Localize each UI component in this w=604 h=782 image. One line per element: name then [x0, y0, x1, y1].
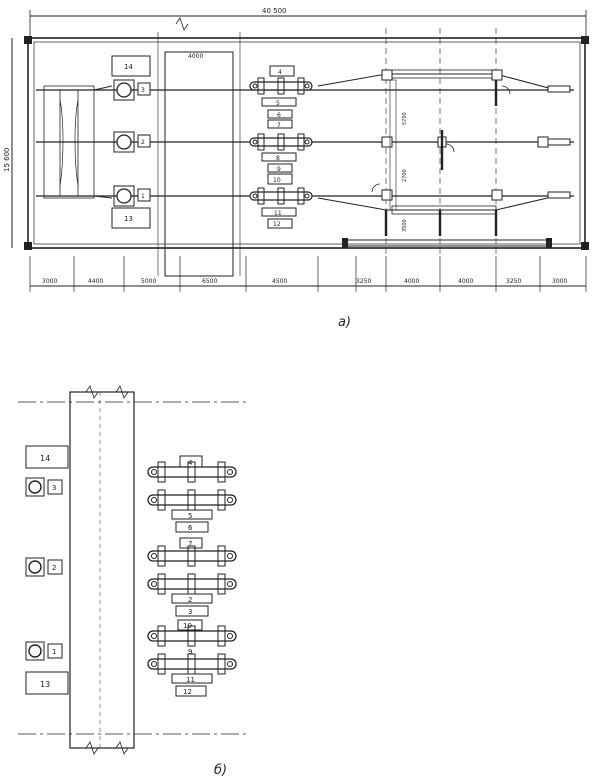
- label-13-b: 13: [40, 680, 50, 689]
- box-14: [111, 55, 151, 77]
- label-2b-b: 2: [188, 596, 192, 604]
- caption-a: а): [338, 315, 351, 330]
- box-14-b: [25, 445, 69, 469]
- box-13-b: [25, 671, 69, 695]
- label-9-b: 9: [188, 648, 192, 656]
- dim-bottom-10: 3000: [552, 278, 567, 285]
- label-6-b: 6: [188, 524, 193, 532]
- caption-b: б): [214, 763, 227, 778]
- label-1-b: 1: [52, 648, 56, 656]
- dim-bottom-3: 5000: [141, 278, 156, 285]
- equipment-1: 1: [113, 185, 151, 207]
- box-13: [111, 207, 151, 229]
- bottom-rail: [345, 239, 549, 247]
- corner-post: [581, 242, 589, 250]
- label-7: 7: [277, 122, 281, 129]
- corner-post: [24, 36, 32, 44]
- label-2: 2: [141, 139, 145, 146]
- dim-bottom-8: 4000: [458, 278, 473, 285]
- label-1: 1: [141, 193, 145, 200]
- dim-right-1: 5700: [402, 112, 408, 125]
- label-4-b: 4: [188, 459, 193, 467]
- dim-bottom-4: 6500: [202, 278, 217, 285]
- bar-group-a: 4 5 6 7 8 9 10 11 12: [249, 65, 313, 229]
- corner-post: [581, 36, 589, 44]
- corner-post: [24, 242, 32, 250]
- dim-bottom-9: 3250: [506, 278, 521, 285]
- label-3b-b: 3: [188, 608, 192, 616]
- dim-right-3: 3500: [402, 219, 408, 232]
- equipment-3: 3: [113, 79, 151, 101]
- label-3: 3: [141, 87, 145, 94]
- access-road-b: [69, 391, 135, 749]
- equipment-2-b: 2: [25, 557, 63, 577]
- dim-bottom-2: 4400: [88, 278, 103, 285]
- dim-top-left-label: 4000: [188, 53, 203, 60]
- overall-width-label: 15 600: [3, 148, 11, 173]
- label-11-b: 11: [186, 676, 195, 684]
- label-3-b: 3: [52, 484, 56, 492]
- label-10-b: 10: [183, 622, 192, 630]
- label-14: 14: [124, 63, 133, 71]
- overall-length-label: 40 500: [262, 7, 287, 15]
- bar-group-b: 4 6 5 7 2 3 10 9 11 12: [147, 455, 237, 697]
- plan-a: 40 500 15 600 4000: [3, 7, 589, 330]
- label-5: 5: [276, 100, 280, 107]
- fence-outline: [27, 37, 586, 249]
- label-10: 10: [273, 177, 281, 184]
- label-5-b: 5: [188, 512, 192, 520]
- equipment-2: 2: [113, 131, 151, 153]
- label-9: 9: [277, 166, 281, 173]
- label-11: 11: [274, 210, 282, 217]
- label-13: 13: [124, 215, 133, 223]
- dim-bottom-1: 3000: [42, 278, 57, 285]
- equipment-1-b: 1: [25, 641, 63, 661]
- label-14-b: 14: [40, 454, 50, 463]
- plan-b: 14 13 3 2 1 4 6: [18, 385, 248, 778]
- label-8: 8: [276, 155, 280, 162]
- label-6: 6: [277, 112, 281, 119]
- label-12-b: 12: [183, 688, 192, 696]
- label-4: 4: [278, 69, 282, 76]
- label-7-b: 7: [188, 540, 192, 548]
- dim-right-2: 2700: [402, 169, 408, 182]
- label-12: 12: [273, 221, 281, 228]
- equipment-3-b: 3: [25, 477, 63, 497]
- access-road: [164, 51, 234, 277]
- label-2-b: 2: [52, 564, 56, 572]
- dim-bottom-7: 4000: [404, 278, 419, 285]
- dim-bottom-5: 4500: [272, 278, 287, 285]
- dim-bottom-6: 3250: [356, 278, 371, 285]
